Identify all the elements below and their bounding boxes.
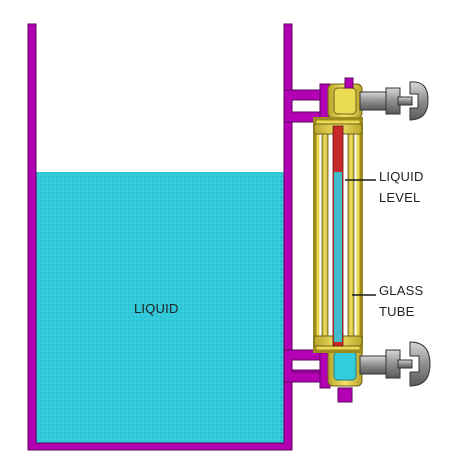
glass-tube-liquid	[334, 172, 342, 342]
glass-tube-label-line1: GLASS	[379, 283, 424, 298]
gauge-glass-assembly	[313, 117, 363, 353]
upper-valve	[327, 77, 429, 121]
glass-tube-label-line2: TUBE	[379, 304, 415, 319]
liquid-label: LIQUID	[134, 301, 179, 316]
liquid-level-label-line2: LEVEL	[379, 190, 421, 205]
liquid-level-label-line1: LIQUID	[379, 169, 424, 184]
lower-tank-nozzle	[283, 349, 323, 383]
liquid-body	[36, 172, 284, 443]
